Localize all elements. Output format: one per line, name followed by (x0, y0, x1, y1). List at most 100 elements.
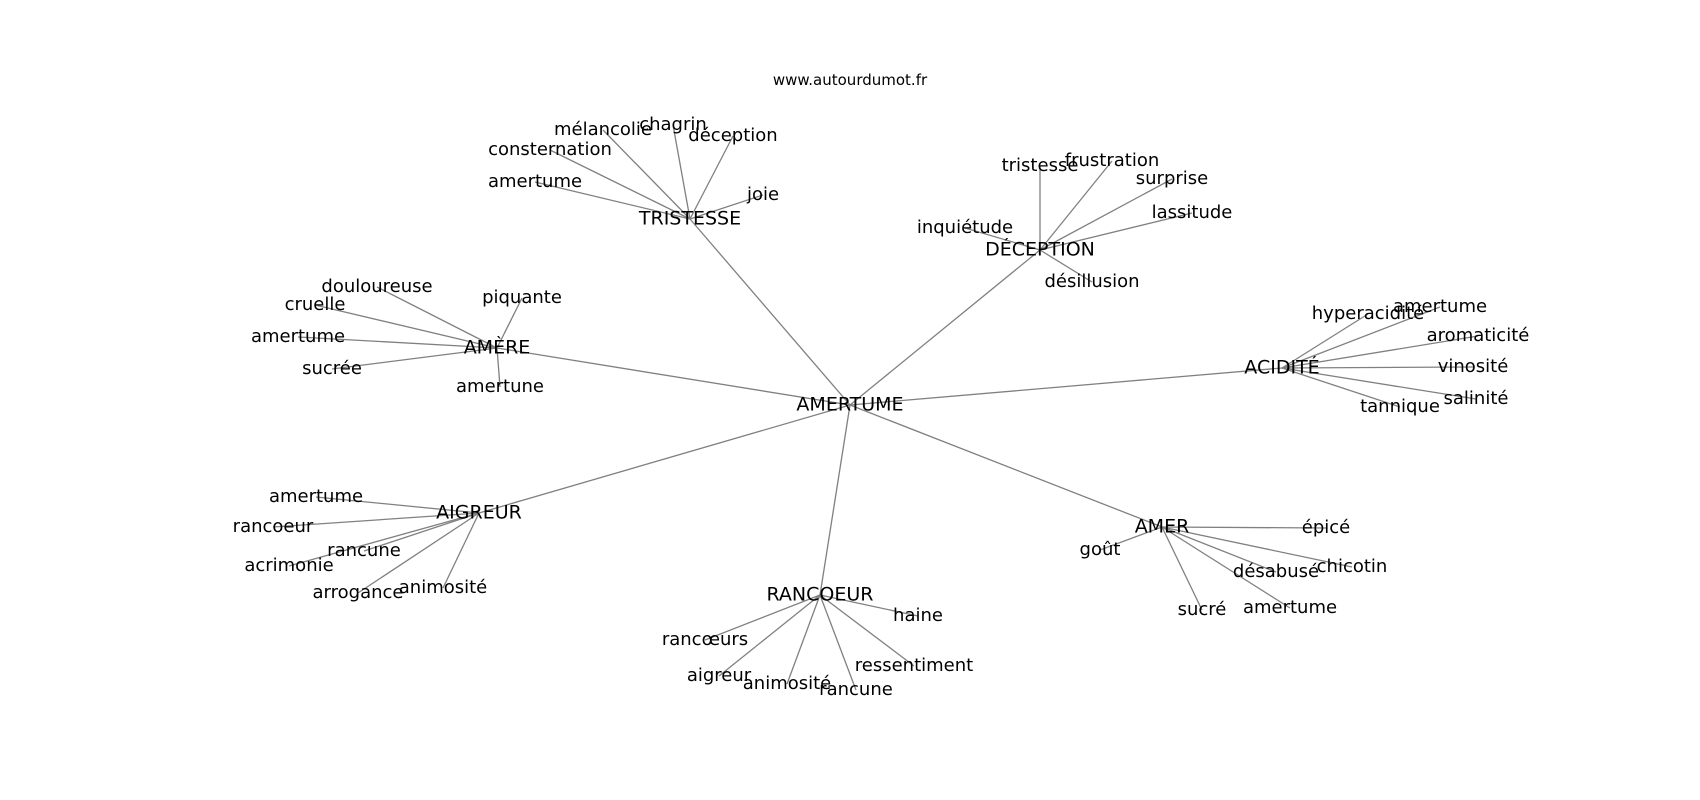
edge-tristesse-deception (689, 135, 734, 220)
edge-amere-piquante (496, 297, 523, 349)
edge-amere-amertume (297, 336, 498, 349)
edge-aigreur-acrimonie (288, 512, 480, 567)
edge-acidite-aromaticite (1281, 335, 1479, 369)
node-tristesse-deception[interactable]: déception (688, 125, 777, 146)
node-tristesse-amertume[interactable]: amertume (488, 171, 582, 192)
node-rancoeur-haine[interactable]: haine (893, 605, 943, 626)
node-hub-rancoeur[interactable]: RANCOEUR (767, 584, 874, 606)
edge-center-tristesse (689, 218, 851, 406)
node-tristesse-joie[interactable]: joie (746, 184, 779, 205)
node-tristesse-chagrin[interactable]: chagrin (639, 114, 707, 135)
node-deception-frustration[interactable]: frustration (1065, 150, 1160, 171)
node-acidite-vinosite[interactable]: vinosité (1438, 356, 1509, 377)
node-amere-douloureuse[interactable]: douloureuse (321, 276, 432, 297)
node-aigreur-acrimonie[interactable]: acrimonie (244, 555, 333, 576)
edge-amer-chicotin (1161, 526, 1353, 568)
edge-tristesse-chagrin (672, 124, 691, 220)
node-aigreur-amertume[interactable]: amertume (269, 486, 363, 507)
node-aigreur-arrogance[interactable]: arrogance (313, 582, 404, 603)
edge-amere-sucree (331, 347, 498, 370)
node-acidite-salinite[interactable]: salinité (1444, 388, 1509, 409)
node-rancoeur-rancoeurs[interactable]: rancœurs (662, 629, 748, 650)
edge-acidite-amertume (1281, 306, 1441, 369)
node-amer-epice[interactable]: épicé (1302, 517, 1350, 538)
edge-amer-amertume (1161, 526, 1291, 609)
node-deception-surprise[interactable]: surprise (1136, 168, 1208, 189)
node-hub-aigreur[interactable]: AIGREUR (436, 502, 522, 524)
edge-tristesse-amertume (534, 181, 691, 220)
edge-amere-amertune (496, 347, 501, 388)
node-amer-amertume[interactable]: amertume (1243, 597, 1337, 618)
edge-aigreur-animosite (442, 512, 480, 589)
edge-amere-cruelle (314, 304, 498, 349)
node-tristesse-melancolie[interactable]: mélancolie (554, 119, 652, 140)
edge-rancoeur-rancune (819, 594, 857, 691)
node-amere-cruelle[interactable]: cruelle (285, 294, 346, 315)
edge-center-deception (849, 249, 1041, 406)
edge-aigreur-rancune (363, 512, 480, 552)
node-amere-amertune[interactable]: amertune (456, 376, 544, 397)
edge-tristesse-joie (689, 194, 764, 220)
label-layer: AMERTUME TRISTESSE mélancoliechagrindécept… (233, 114, 1530, 700)
edge-rancoeur-ressentiment (819, 594, 915, 667)
node-rancoeur-rancune[interactable]: rancune (819, 679, 893, 700)
edge-acidite-tannique (1281, 367, 1401, 408)
source-url: www.autourdumot.fr (772, 71, 928, 89)
node-hub-acidite[interactable]: ACIDITÉ (1244, 356, 1319, 379)
node-rancoeur-ressentiment[interactable]: ressentiment (855, 655, 973, 676)
node-amere-piquante[interactable]: piquante (482, 287, 562, 308)
node-deception-desillusion[interactable]: désillusion (1044, 271, 1139, 292)
node-amere-sucree[interactable]: sucrée (302, 358, 362, 379)
edge-acidite-hyperacidite (1281, 313, 1369, 369)
edge-deception-surprise (1039, 178, 1173, 251)
edge-amer-epice (1161, 526, 1327, 529)
node-rancoeur-aigreur[interactable]: aigreur (687, 665, 752, 686)
edge-center-acidite (849, 367, 1283, 406)
node-tristesse-consternation[interactable]: consternation (488, 139, 612, 160)
node-acidite-tannique[interactable]: tannique (1360, 396, 1440, 417)
node-amer-gout[interactable]: goût (1080, 539, 1121, 560)
edge-rancoeur-animosite (786, 594, 821, 685)
edge-rancoeur-haine (819, 594, 919, 617)
node-acidite-amertume[interactable]: amertume (1393, 296, 1487, 317)
edge-amer-gout (1099, 526, 1163, 551)
edge-rancoeur-rancoeurs (704, 594, 821, 641)
edge-deception-frustration (1039, 160, 1113, 251)
node-aigreur-rancoeur[interactable]: rancoeur (233, 516, 314, 537)
node-hub-amere[interactable]: AMÈRE (464, 336, 531, 359)
node-deception-inquietude[interactable]: inquiétude (917, 217, 1013, 238)
node-aigreur-animosite[interactable]: animosité (399, 577, 488, 598)
edge-tristesse-consternation (549, 149, 691, 220)
node-amere-amertume[interactable]: amertume (251, 326, 345, 347)
node-hub-amer[interactable]: AMER (1135, 516, 1190, 538)
node-amer-chicotin[interactable]: chicotin (1317, 556, 1388, 577)
node-center-amertume[interactable]: AMERTUME (796, 394, 903, 416)
edge-center-amere (496, 347, 851, 406)
edge-amer-sucre (1161, 526, 1203, 611)
edge-center-amer (849, 404, 1163, 528)
node-amer-desabuse[interactable]: désabusé (1233, 561, 1319, 582)
edge-deception-desillusion (1039, 249, 1093, 283)
edge-center-rancoeur (819, 404, 851, 596)
node-aigreur-rancune[interactable]: rancune (327, 540, 401, 561)
node-acidite-aromaticite[interactable]: aromaticité (1427, 325, 1530, 346)
node-rancoeur-animosite[interactable]: animosité (743, 673, 832, 694)
edge-amere-douloureuse (376, 286, 498, 349)
edge-rancoeur-aigreur (718, 594, 821, 677)
edge-deception-lassitude (1039, 212, 1193, 251)
edge-amer-desabuse (1161, 526, 1277, 573)
edge-aigreur-rancoeur (272, 512, 480, 528)
edge-aigreur-arrogance (357, 512, 480, 594)
node-amer-sucre[interactable]: sucré (1178, 599, 1227, 620)
node-deception-tristesse[interactable]: tristesse (1002, 155, 1079, 176)
edge-deception-inquietude (964, 227, 1041, 251)
edge-acidite-salinite (1281, 367, 1477, 400)
edge-layer (272, 124, 1479, 691)
node-acidite-hyperacidite[interactable]: hyperacidité (1312, 303, 1424, 324)
node-deception-lassitude[interactable]: lassitude (1152, 202, 1233, 223)
edge-acidite-vinosite (1281, 366, 1474, 369)
node-hub-deception[interactable]: DÉCEPTION (985, 238, 1095, 261)
edge-center-aigreur (478, 404, 851, 514)
node-hub-tristesse[interactable]: TRISTESSE (638, 208, 741, 230)
